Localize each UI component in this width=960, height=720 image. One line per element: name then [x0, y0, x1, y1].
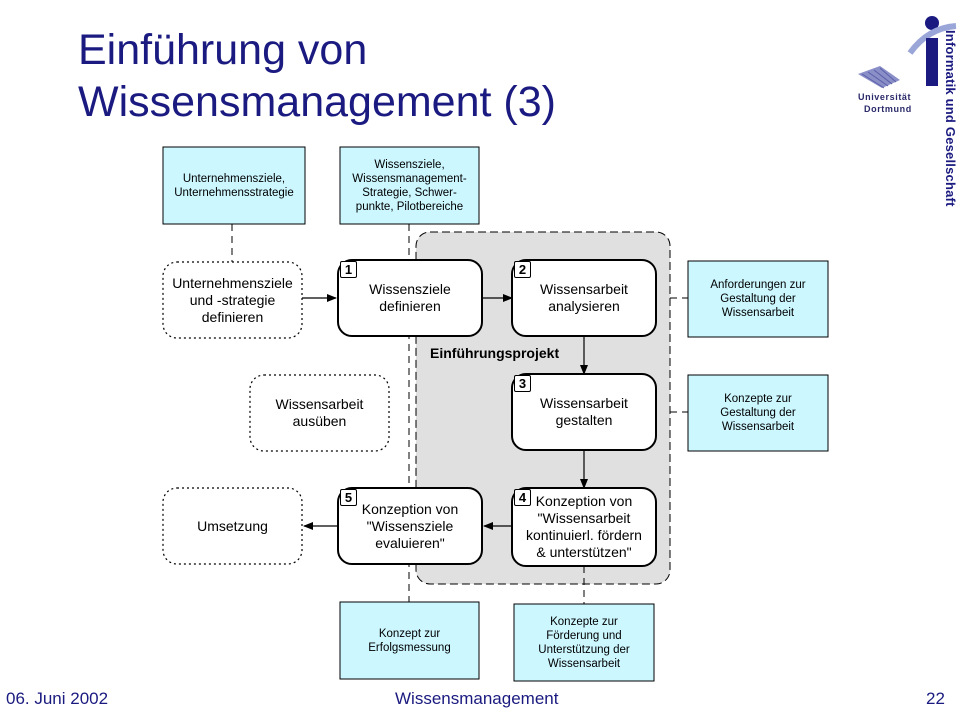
slide-title-line1: Einführung von	[78, 26, 368, 74]
step-box-1	[337, 259, 483, 337]
dotted-box-do-knowledge-work-label: Wissensarbeit ausüben	[275, 396, 364, 429]
university-logo-icon	[858, 16, 957, 89]
doc-box-km-goals-label: Wissensziele, Wissensmanagement- Strateg…	[352, 158, 467, 213]
doc-box-design-concepts	[687, 374, 829, 452]
step-3-number: 3	[514, 375, 531, 392]
doc-box-support-concepts	[513, 603, 655, 682]
step-box-4	[511, 487, 657, 567]
doc-box-support-concepts-label: Konzepte zur Förderung und Unterstützung…	[538, 615, 630, 670]
doc-box-measurement-label: Konzept zur Erfolgsmessung	[368, 627, 451, 654]
step-4-label: Konzeption von "Wissensarbeit kontinuier…	[526, 493, 642, 560]
doc-box-measurement	[339, 601, 480, 680]
step-5-label: Konzeption von "Wissensziele evaluieren"	[361, 500, 459, 551]
step-3-label: Wissensarbeit gestalten	[540, 395, 628, 428]
step-1-label: Wissensziele definieren	[369, 281, 451, 314]
step-box-5	[337, 487, 483, 565]
step-box-2	[511, 259, 657, 337]
dotted-box-implementation	[162, 487, 303, 565]
university-name-line1: Universität	[858, 92, 912, 102]
footer-topic: Wissensmanagement	[395, 689, 559, 708]
doc-box-requirements-label: Anforderungen zur Gestaltung der Wissens…	[710, 279, 806, 319]
doc-box-design-concepts-label: Konzepte zur Gestaltung der Wissensarbei…	[720, 393, 796, 433]
slide-title: Einführung von Wissensmanagement (3)	[78, 24, 778, 128]
footer-page-number: 22	[926, 689, 945, 708]
dotted-box-do-knowledge-work	[249, 374, 390, 452]
doc-box-company-goals	[162, 146, 306, 225]
doc-box-requirements	[687, 260, 829, 338]
step-2-number: 2	[514, 261, 531, 278]
step-5-number: 5	[340, 489, 357, 506]
university-name-line2: Dortmund	[864, 104, 912, 114]
dotted-box-define-strategy-label: Unternehmensziele und -strategie definie…	[172, 274, 293, 325]
step-box-3	[511, 373, 657, 451]
step-1-number: 1	[340, 261, 357, 278]
doc-box-km-goals	[339, 146, 480, 225]
institute-name: Informatik und Gesellschaft	[943, 30, 958, 207]
dotted-box-define-strategy	[162, 261, 303, 339]
footer-date: 06. Juni 2002	[6, 689, 109, 708]
project-area-label: Einführungsprojekt	[430, 345, 560, 361]
doc-box-company-goals-label: Unternehmensziele, Unternehmensstrategie	[174, 172, 294, 199]
dotted-box-implementation-label: Umsetzung	[197, 517, 268, 534]
step-2-label: Wissensarbeit analysieren	[540, 281, 628, 314]
step-4-number: 4	[514, 489, 531, 506]
slide-title-line2: Wissensmanagement (3)	[78, 78, 556, 126]
